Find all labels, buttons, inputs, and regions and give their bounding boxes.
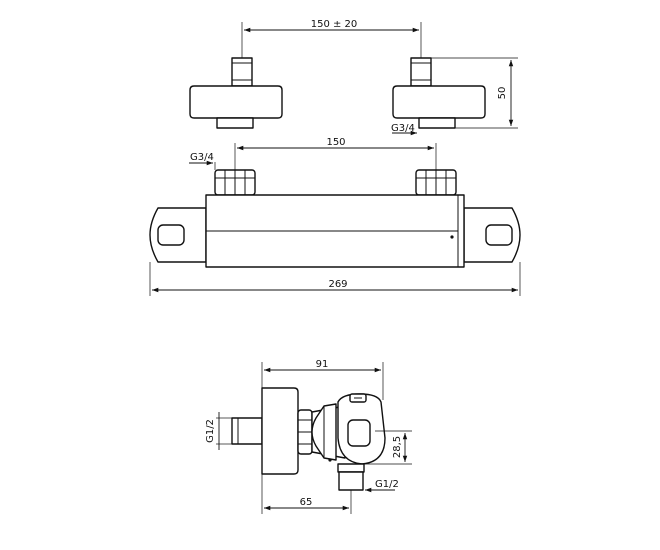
top-view: 150 ± 20 50 G3/4	[189, 19, 518, 136]
side-inlet-stub	[231, 417, 263, 445]
dimension-body-inlet-spacing: 150	[234, 137, 437, 170]
dimension-inlet-depth: 50	[431, 57, 518, 129]
dimension-overall-width: 269	[149, 262, 521, 296]
right-wall-fitting	[392, 57, 486, 129]
side-thread-label: G1/2	[205, 419, 216, 443]
top-thread-label: G3/4	[391, 123, 415, 134]
leader-outlet-thread: G1/2	[365, 479, 399, 493]
right-inlet-nut	[415, 169, 457, 196]
dimension-side-depth: 91	[261, 359, 384, 400]
side-view: 91 G1/2 28,5 G1/2 65	[205, 359, 412, 514]
dimension-inlet-spacing: 150 ± 20	[241, 19, 422, 58]
dimension-outlet-offset: 65	[261, 474, 352, 514]
side-body	[311, 403, 346, 461]
outlet-height-label: 28,5	[392, 436, 403, 458]
thermostatic-body	[205, 194, 465, 268]
overall-width-label: 269	[328, 279, 347, 290]
inlet-spacing-label: 150 ± 20	[311, 19, 358, 30]
inlet-depth-label: 50	[497, 87, 508, 100]
side-depth-label: 91	[316, 359, 329, 370]
leader-top-thread: G3/4	[391, 123, 417, 136]
outlet-offset-label: 65	[300, 497, 313, 508]
left-wall-fitting	[189, 57, 283, 129]
outlet-thread-label: G1/2	[375, 479, 399, 490]
left-inlet-nut	[214, 169, 256, 196]
dimension-outlet-height: 28,5	[364, 430, 412, 465]
side-handle	[337, 393, 386, 465]
body-thread-label: G3/4	[190, 152, 214, 163]
front-view: 150 G3/4 269	[149, 137, 521, 296]
leader-body-thread: G3/4	[189, 152, 216, 170]
body-inlet-spacing-label: 150	[326, 137, 345, 148]
left-handle	[149, 207, 207, 263]
right-handle	[463, 207, 521, 263]
leader-side-thread: G1/2	[205, 412, 232, 450]
wall-flange	[261, 387, 313, 475]
